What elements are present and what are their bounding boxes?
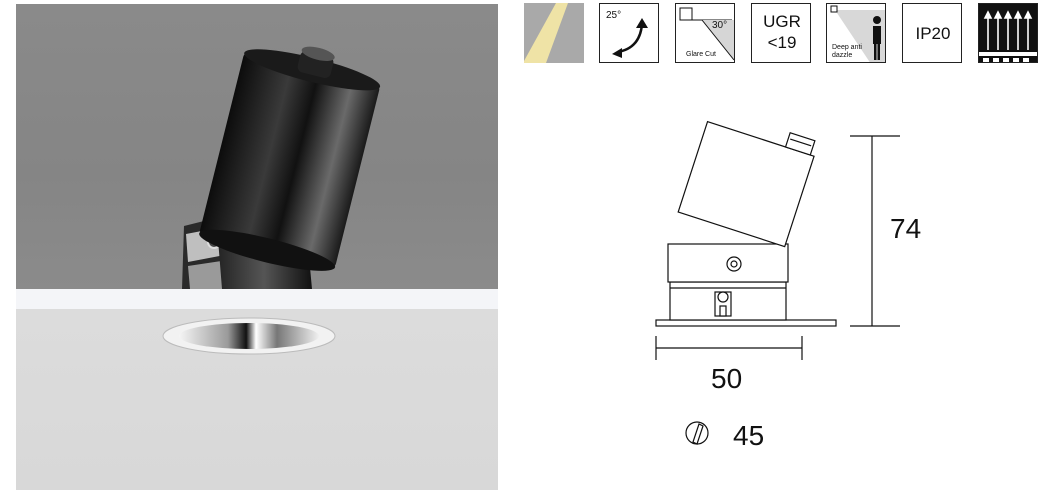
cutout-diameter-icon: [685, 421, 709, 445]
glare-cut-label: Glare Cut: [686, 51, 716, 58]
rotation-angle-icon: 25°: [599, 3, 659, 63]
deep-anti-dazzle-line2: dazzle: [832, 52, 853, 59]
product-photo-ceiling-view: [16, 309, 498, 490]
glare-cut-angle: 30°: [712, 20, 728, 31]
heat-dissipation-icon: [978, 3, 1038, 63]
spotlight-render: [182, 46, 381, 289]
ip-rating-label: IP20: [915, 24, 951, 43]
deep-anti-dazzle-line1: Deep anti: [832, 44, 862, 51]
height-dimension: 74: [890, 213, 922, 244]
cutout-dimension: 45: [733, 420, 765, 451]
dimension-drawing: [655, 120, 900, 445]
product-photo-adjustable-view: [16, 4, 498, 289]
deep-anti-dazzle-icon: Deep anti dazzle: [826, 3, 886, 63]
product-photo: [16, 4, 498, 490]
glare-cut-icon: 30° Glare Cut: [675, 3, 735, 63]
ugr-label: UGR: [763, 12, 801, 31]
ugr-value: <19: [767, 33, 797, 52]
beam-angle-label: 25°: [606, 10, 622, 21]
ugr-rating-icon: UGR <19: [751, 3, 811, 63]
ip-rating-icon: IP20: [902, 3, 962, 63]
photo-divider: [16, 289, 498, 309]
light-beam-icon: [524, 3, 584, 63]
width-dimension: 50: [711, 363, 743, 394]
recessed-trim-render: [162, 317, 336, 355]
